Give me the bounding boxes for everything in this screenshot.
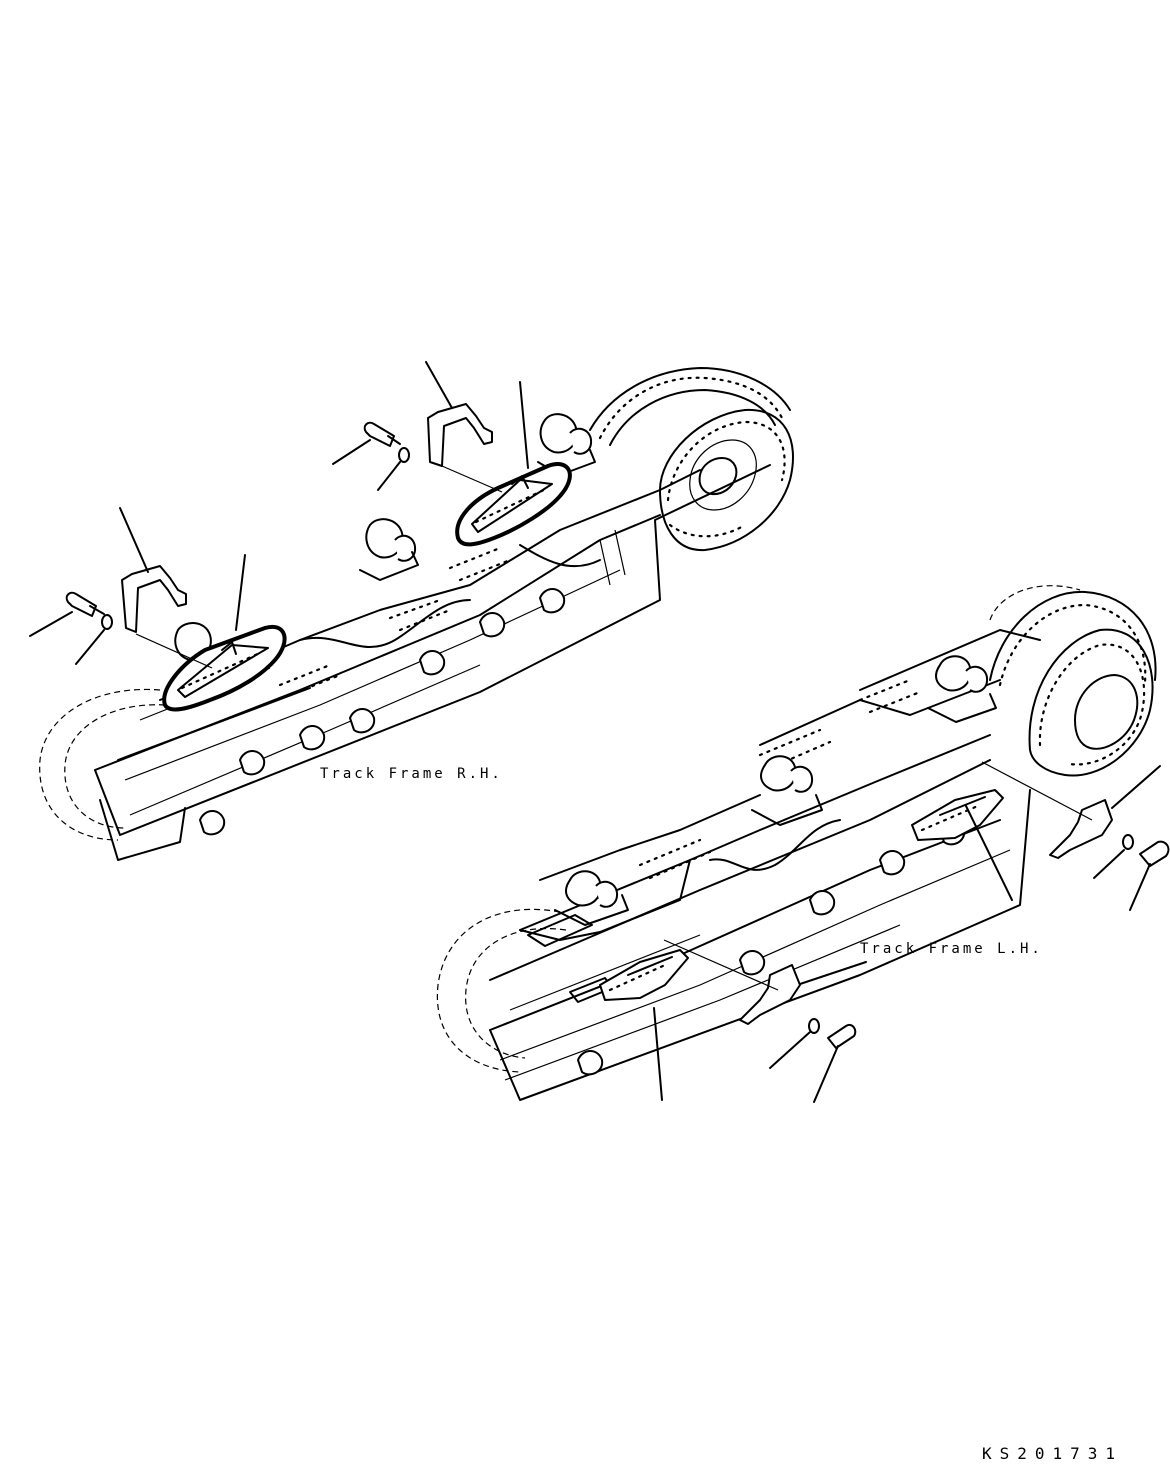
track-frame-rh	[39, 367, 794, 861]
bolt-lh-front	[827, 1024, 857, 1049]
track-frame-lh-label: Track Frame L.H.	[860, 941, 1043, 957]
bracket-lh-rear	[1049, 799, 1113, 859]
bracket-lh-front	[739, 964, 801, 1025]
bolt-lh-rear	[1139, 840, 1170, 867]
bolt-rh-rear	[363, 421, 395, 447]
washer-lh-rear	[1122, 834, 1134, 850]
bracket-rh-front	[121, 565, 187, 633]
washer-lh-front	[808, 1018, 820, 1034]
bolt-rh-front	[65, 591, 97, 617]
track-frame-rh-label: Track Frame R.H.	[320, 766, 503, 782]
rh-front-bracket-set	[29, 507, 246, 669]
rh-rear-bracket-set	[332, 361, 529, 493]
bracket-rh-rear	[427, 403, 493, 467]
drawing-code: KS201731	[982, 1444, 1124, 1463]
lh-rear-bracket-set	[965, 761, 1170, 911]
lh-front-bracket-set	[653, 939, 867, 1103]
washer-rh-front	[101, 614, 113, 630]
washer-rh-rear	[398, 447, 410, 463]
track-frame-lh	[436, 585, 1157, 1101]
